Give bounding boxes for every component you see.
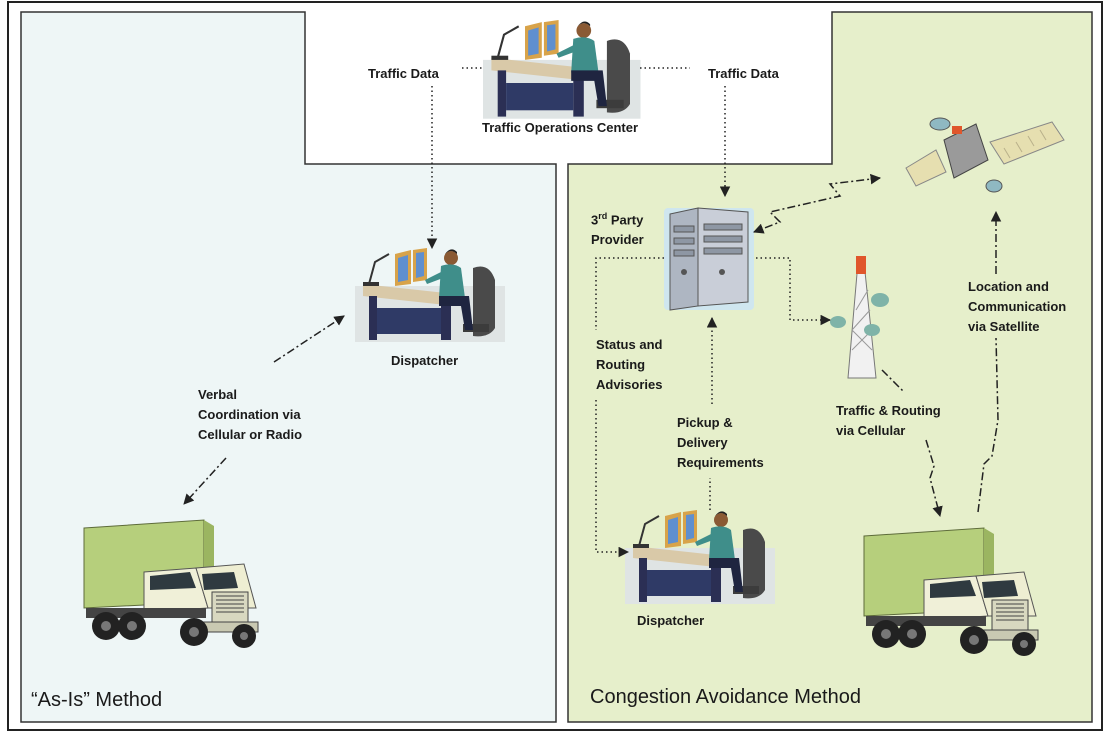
satellite-line-2: Communication (968, 299, 1067, 314)
verbal-coordination-label: Verbal Coordination via Cellular or Radi… (198, 385, 302, 445)
dispatcher-right-label: Dispatcher (637, 613, 705, 628)
provider-party: Party (607, 212, 644, 228)
status-routing-arrow (595, 400, 630, 558)
toc-label: Traffic Operations Center (482, 120, 639, 135)
verbal-line-1: Verbal (198, 387, 238, 402)
provider-number: 3 (591, 212, 599, 228)
traffic-data-right-label: Traffic Data (708, 66, 779, 81)
pickup-line-3: Requirements (677, 455, 764, 470)
status-line-1: Status and (596, 337, 663, 352)
congestion-avoidance-title: Congestion Avoidance Method (590, 686, 861, 708)
cellular-label: Traffic & Routing via Cellular (836, 401, 941, 441)
server-icon (664, 207, 754, 311)
satellite-line-3: via Satellite (968, 319, 1040, 334)
verbal-to-dispatcher-arrow (273, 315, 345, 363)
verbal-line-2: Coordination via (198, 407, 301, 422)
as-is-method-title: “As-Is” Method (31, 689, 163, 711)
tower-to-truck-arrow-lower (925, 439, 943, 518)
toc-workstation-icon (481, 18, 642, 120)
provider-label: 3rd Party Provider (591, 206, 644, 250)
dispatcher-left-label: Dispatcher (391, 353, 459, 368)
outer-frame (7, 1, 1103, 731)
provider-ordinal: rd (598, 211, 608, 221)
pickup-delivery-label: Pickup & Delivery Requirements (677, 413, 764, 473)
provider-line-1: 3rd Party (591, 206, 644, 230)
tower-to-truck-arrow (881, 369, 905, 393)
truck-to-satellite-arrow (977, 337, 999, 513)
satellite-line-1: Location and (968, 279, 1049, 294)
status-routing-line (595, 257, 664, 330)
pickup-line-1: Pickup & (677, 415, 733, 430)
status-line-3: Advisories (596, 377, 663, 392)
cellular-line-1: Traffic & Routing (836, 403, 941, 418)
verbal-to-truck-arrow (183, 457, 227, 505)
status-routing-label: Status and Routing Advisories (596, 335, 662, 395)
verbal-line-3: Cellular or Radio (198, 427, 303, 442)
traffic-data-left-label: Traffic Data (368, 66, 439, 81)
provider-line-2: Provider (591, 232, 644, 248)
status-line-2: Routing (596, 357, 646, 372)
satellite-icon (905, 117, 1065, 193)
satellite-label: Location and Communication via Satellite (968, 277, 1066, 337)
satellite-server-link (753, 173, 882, 234)
pickup-line-2: Delivery (677, 435, 728, 450)
cell-tower-icon (830, 256, 889, 379)
cellular-line-2: via Cellular (836, 423, 906, 438)
